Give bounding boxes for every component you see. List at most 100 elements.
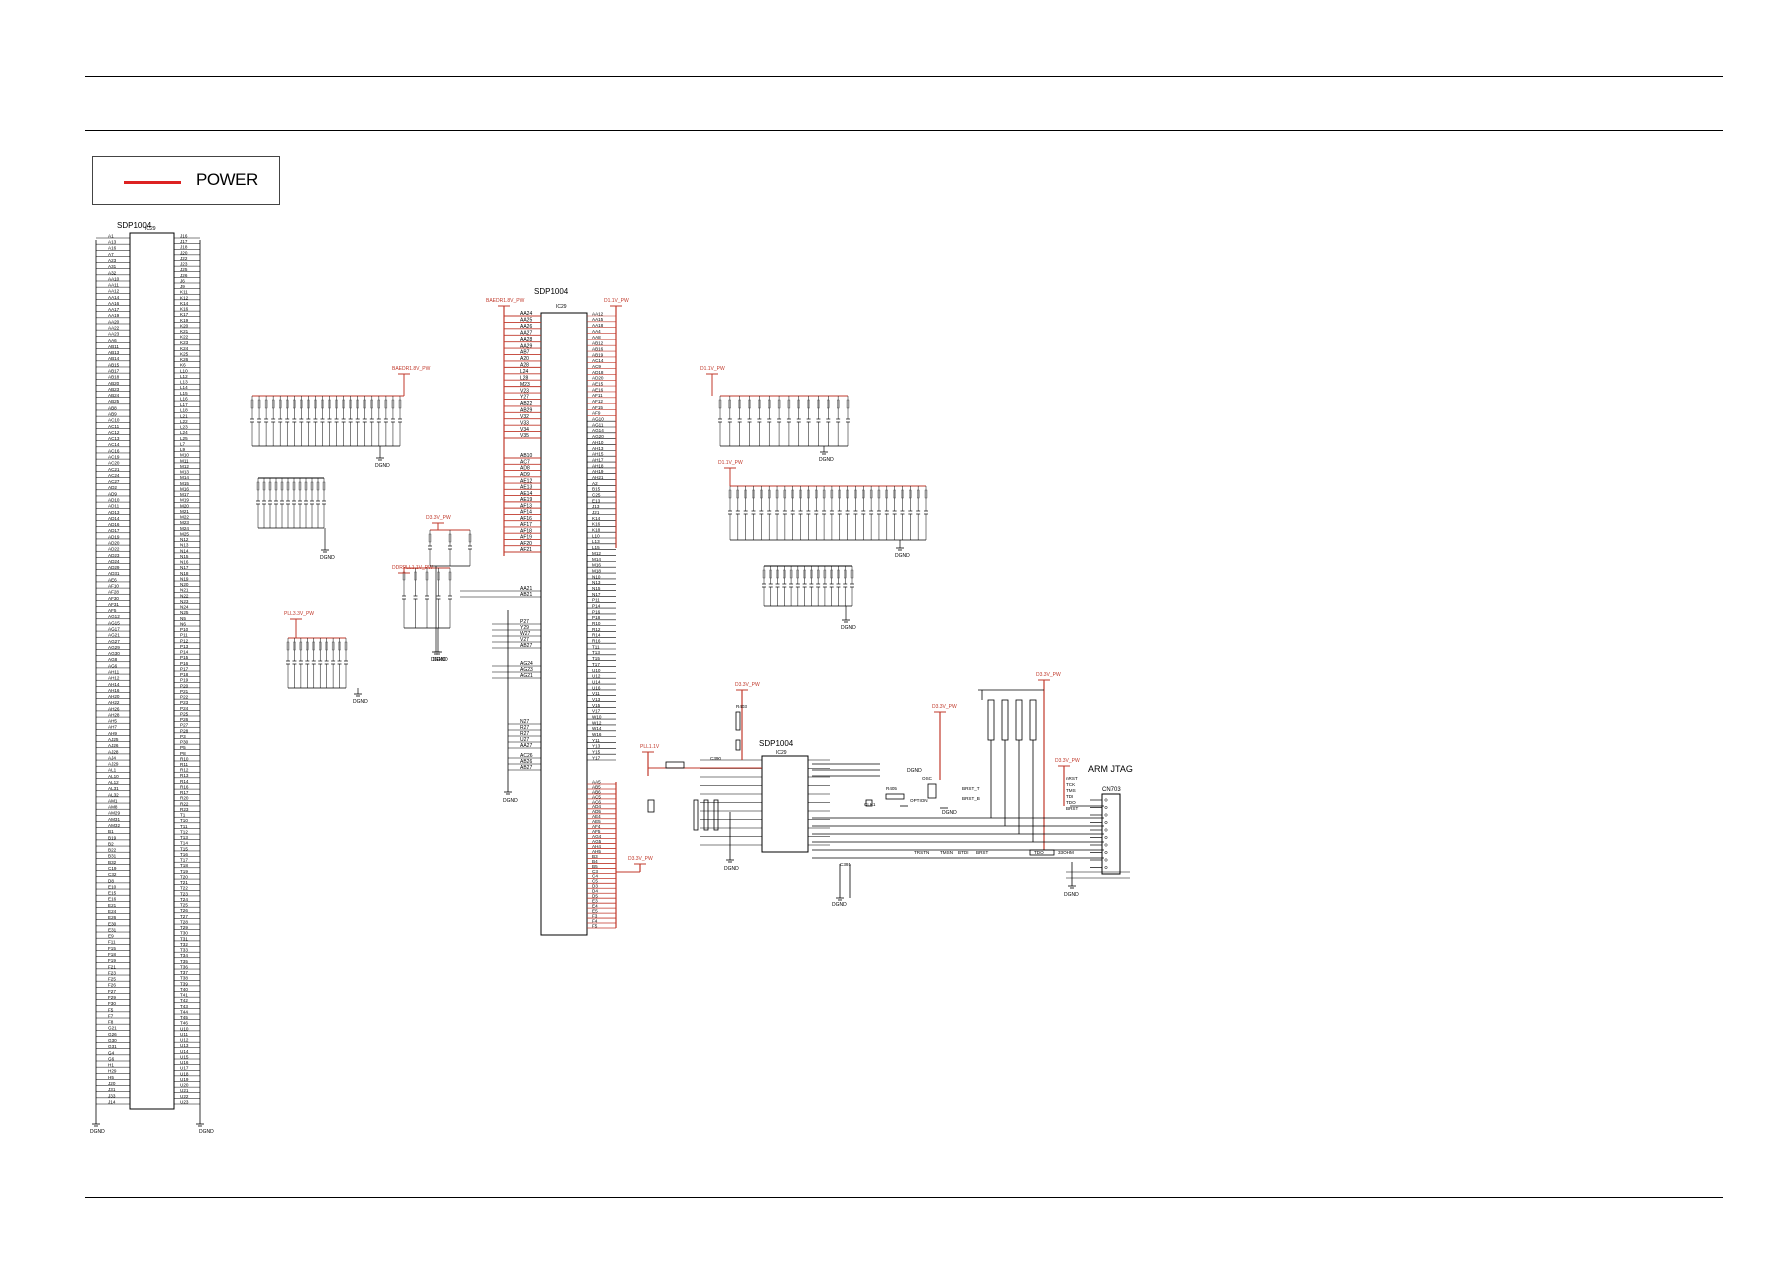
main-left-pin-label: AJ25 bbox=[108, 737, 119, 742]
mid-right-pin-label: AB16 bbox=[592, 346, 604, 351]
cap-value-tag bbox=[356, 399, 359, 409]
main-left-pin-label: A1 bbox=[108, 233, 114, 238]
main-left-pin-label: AA14 bbox=[108, 295, 120, 300]
cap-value-tag bbox=[250, 399, 254, 409]
cap-value-tag bbox=[787, 399, 791, 409]
main-right-pin-label: T11 bbox=[180, 824, 188, 829]
main-right-pin-label: U11 bbox=[180, 1032, 189, 1037]
mid-left-pin-label: Y29 bbox=[520, 625, 529, 631]
main-left-pin-label: AA16 bbox=[108, 301, 120, 306]
cap-value-tag bbox=[752, 489, 755, 499]
cap-value-tag bbox=[823, 569, 827, 579]
mid-left-pin-label: AB27 bbox=[520, 765, 532, 771]
mid-right-pin-label: AF9 bbox=[592, 411, 601, 416]
mid-right-pin-label: L13 bbox=[592, 539, 600, 544]
mid-right-pin-label: W16 bbox=[592, 732, 602, 737]
mid-left-pin-label: AC26 bbox=[520, 753, 533, 759]
main-left-pin-label: AB20 bbox=[108, 381, 120, 386]
main-right-pin-label: R23 bbox=[180, 807, 189, 812]
mid-right-pin-label: V13 bbox=[592, 697, 601, 702]
main-left-pin-label: AB8 bbox=[108, 405, 117, 410]
mid-left-pin-label: AA24 bbox=[520, 311, 532, 317]
mid-right-pin-label-b: D4 bbox=[592, 889, 598, 894]
mid-right-pin-label: T17 bbox=[592, 662, 600, 667]
mid-power-flag-right: D1.1V_PW bbox=[604, 298, 629, 548]
mid-left-pin-label: AD8 bbox=[520, 466, 530, 472]
main-right-pin-label: T44 bbox=[180, 1009, 188, 1014]
mid-right-pin-label: M16 bbox=[592, 563, 601, 568]
cap-value-tag bbox=[264, 399, 268, 409]
legend-box: POWER bbox=[92, 156, 280, 205]
main-left-pin-label: AD11 bbox=[108, 504, 120, 509]
mid-right-pin-label: N13 bbox=[592, 580, 601, 585]
jtag-signal-label: TCK bbox=[1066, 782, 1076, 787]
mid-left-pin-label: AA25 bbox=[520, 318, 532, 324]
jtag-misc-label: R403 bbox=[736, 704, 747, 709]
mid-left-pin-label: AB22 bbox=[520, 401, 532, 407]
mid-left-pin-label: AC7 bbox=[520, 459, 530, 465]
cap-value-tag bbox=[769, 569, 772, 579]
main-right-pin-label: P26 bbox=[180, 717, 189, 722]
main-left-pin-label: B32 bbox=[108, 860, 117, 865]
main-right-pin-label: P24 bbox=[180, 706, 189, 711]
jtag-bottom-signal-label: TMSN bbox=[940, 850, 953, 855]
main-right-pin-label: T12 bbox=[180, 829, 188, 834]
main-right-pin-label: L7 bbox=[180, 441, 186, 446]
jtag-connector-ref: CN703 bbox=[1102, 787, 1121, 793]
main-right-pin-label: T21 bbox=[180, 880, 188, 885]
cap-value-tag bbox=[718, 399, 722, 409]
cap-value-tag bbox=[760, 489, 763, 499]
main-right-pin-label: P15 bbox=[180, 655, 189, 660]
main-right-pin-label: M19 bbox=[180, 498, 189, 503]
cap-value-tag bbox=[844, 569, 847, 579]
main-right-pin-label: K21 bbox=[180, 329, 189, 334]
mid-right-pin-label: M14 bbox=[592, 557, 601, 562]
main-right-pin-label: U12 bbox=[180, 1038, 189, 1043]
cap-value-tag bbox=[314, 399, 317, 409]
main-ic-body bbox=[129, 232, 175, 1110]
main-left-pin-label: AB17 bbox=[108, 369, 120, 374]
main-right-pin-label: K17 bbox=[180, 312, 189, 317]
cap-value-tag bbox=[803, 569, 806, 579]
main-left-pin-label: AC21 bbox=[108, 467, 120, 472]
main-right-pin-label: M13 bbox=[180, 470, 189, 475]
mid-right-pin-label-b: C4 bbox=[592, 874, 598, 879]
mid-right-pin-label-b: C3 bbox=[592, 869, 598, 874]
main-left-pin-label: AG8 bbox=[108, 657, 118, 662]
jtag-ground-label-4: DGND bbox=[907, 768, 922, 774]
cap-value-tag bbox=[909, 489, 912, 499]
mid-ic-part-label: SDP1004 bbox=[534, 287, 569, 296]
cap-value-tag bbox=[837, 569, 840, 579]
mid-right-pin-label: AH13 bbox=[592, 446, 604, 451]
main-right-pin-label: P8 bbox=[180, 751, 186, 756]
mid-left-pin-label: AF17 bbox=[520, 522, 532, 528]
cap-value-tag bbox=[335, 399, 338, 409]
main-right-pin-label: N22 bbox=[180, 593, 189, 598]
mid-ground-label: DGND bbox=[503, 798, 518, 804]
mid-left-pin-label: AA28 bbox=[520, 337, 532, 343]
main-right-pin-label: P12 bbox=[180, 638, 189, 643]
mid-ic-group: SDP1004 IC29 AA24AA25AA26AA27AA28AA29AB7… bbox=[460, 287, 653, 936]
mid-ic-ref-label: IC29 bbox=[556, 304, 567, 310]
mid-right-pin-label: AA4 bbox=[592, 329, 601, 334]
main-left-pin-label: B2 bbox=[108, 841, 114, 846]
main-right-pin-label: K22 bbox=[180, 335, 189, 340]
mid-right-pin-label: R14 bbox=[592, 633, 601, 638]
mid-right-pin-label: U12 bbox=[592, 674, 601, 679]
cap-value-tag bbox=[316, 481, 320, 491]
mid-right-pin-label: J13 bbox=[592, 504, 600, 509]
cap-value-tag bbox=[799, 489, 802, 499]
cap-bank-net-label: BAEDR1.8V_PW bbox=[392, 366, 431, 372]
mid-right-pin-label: P18 bbox=[592, 615, 601, 620]
mid-right-pin-label: AH17 bbox=[592, 457, 604, 462]
cap-value-tag bbox=[885, 489, 888, 499]
mid-right-pin-label: V17 bbox=[592, 709, 601, 714]
main-left-pin-label: AD19 bbox=[108, 534, 120, 539]
cap-value-tag bbox=[807, 489, 810, 499]
mid-left-pin-label: A20 bbox=[520, 356, 529, 362]
main-right-pin-label: L22 bbox=[180, 419, 188, 424]
cap-value-tag bbox=[391, 399, 395, 409]
cap-bank-net-label: DDRPLL1.1V_PW bbox=[392, 565, 433, 571]
